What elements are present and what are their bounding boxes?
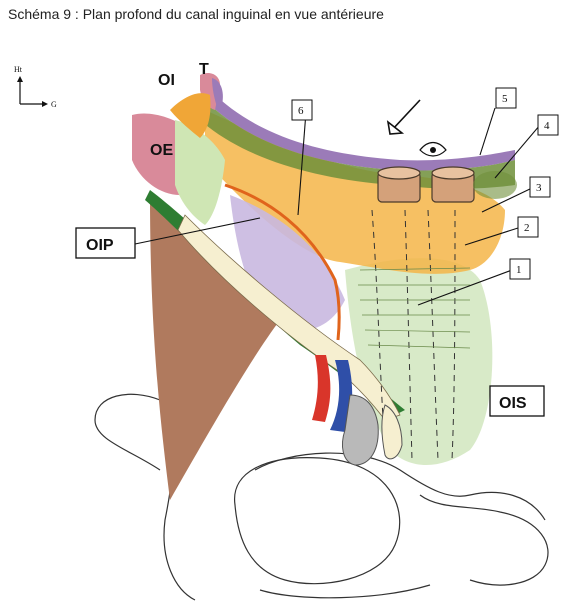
svg-text:4: 4 xyxy=(544,120,550,132)
epigastric-vessels xyxy=(377,166,475,203)
svg-text:6: 6 xyxy=(298,105,304,117)
number-box-4: 4 xyxy=(537,114,559,136)
striations xyxy=(358,267,471,349)
femoral-artery xyxy=(312,355,331,422)
figure-caption: Schéma 9 : Plan profond du canal inguina… xyxy=(8,6,384,22)
label-t: T xyxy=(199,61,209,78)
pelvic-bone-outline xyxy=(94,393,549,601)
svg-text:OIS: OIS xyxy=(499,395,527,412)
leader-lines xyxy=(134,107,541,306)
spermatic-cord xyxy=(342,394,379,466)
label-oip: OIP xyxy=(75,227,136,259)
number-box-3: 3 xyxy=(529,176,551,198)
svg-text:3: 3 xyxy=(536,182,542,194)
svg-text:1: 1 xyxy=(516,264,522,276)
axis-right-label: G xyxy=(51,100,57,109)
label-oi: OI xyxy=(158,72,175,89)
deep-ring-arrow xyxy=(386,99,421,135)
svg-text:2: 2 xyxy=(524,222,530,234)
purple-layer xyxy=(205,90,515,171)
svg-text:OIP: OIP xyxy=(86,237,114,254)
cord-structure xyxy=(381,404,403,460)
internal-oblique-region xyxy=(170,93,211,138)
svg-text:5: 5 xyxy=(502,93,508,105)
green-cloud xyxy=(473,171,517,199)
label-oe: OE xyxy=(150,142,173,159)
number-box-2: 2 xyxy=(517,216,539,238)
deep-ring-arc xyxy=(224,183,341,341)
axis-up-label: Ht xyxy=(14,65,23,74)
orientation-axis: Ht G xyxy=(14,65,57,109)
label-ois: OIS xyxy=(489,385,545,417)
iliopsoas-muscle xyxy=(150,195,280,500)
internal-oblique-fibers xyxy=(175,120,225,225)
number-box-5: 5 xyxy=(495,87,517,109)
transversus-strip-purple xyxy=(212,78,223,110)
number-box-1: 1 xyxy=(509,258,531,280)
number-box-6: 6 xyxy=(291,99,313,121)
femoral-vein xyxy=(330,360,353,432)
